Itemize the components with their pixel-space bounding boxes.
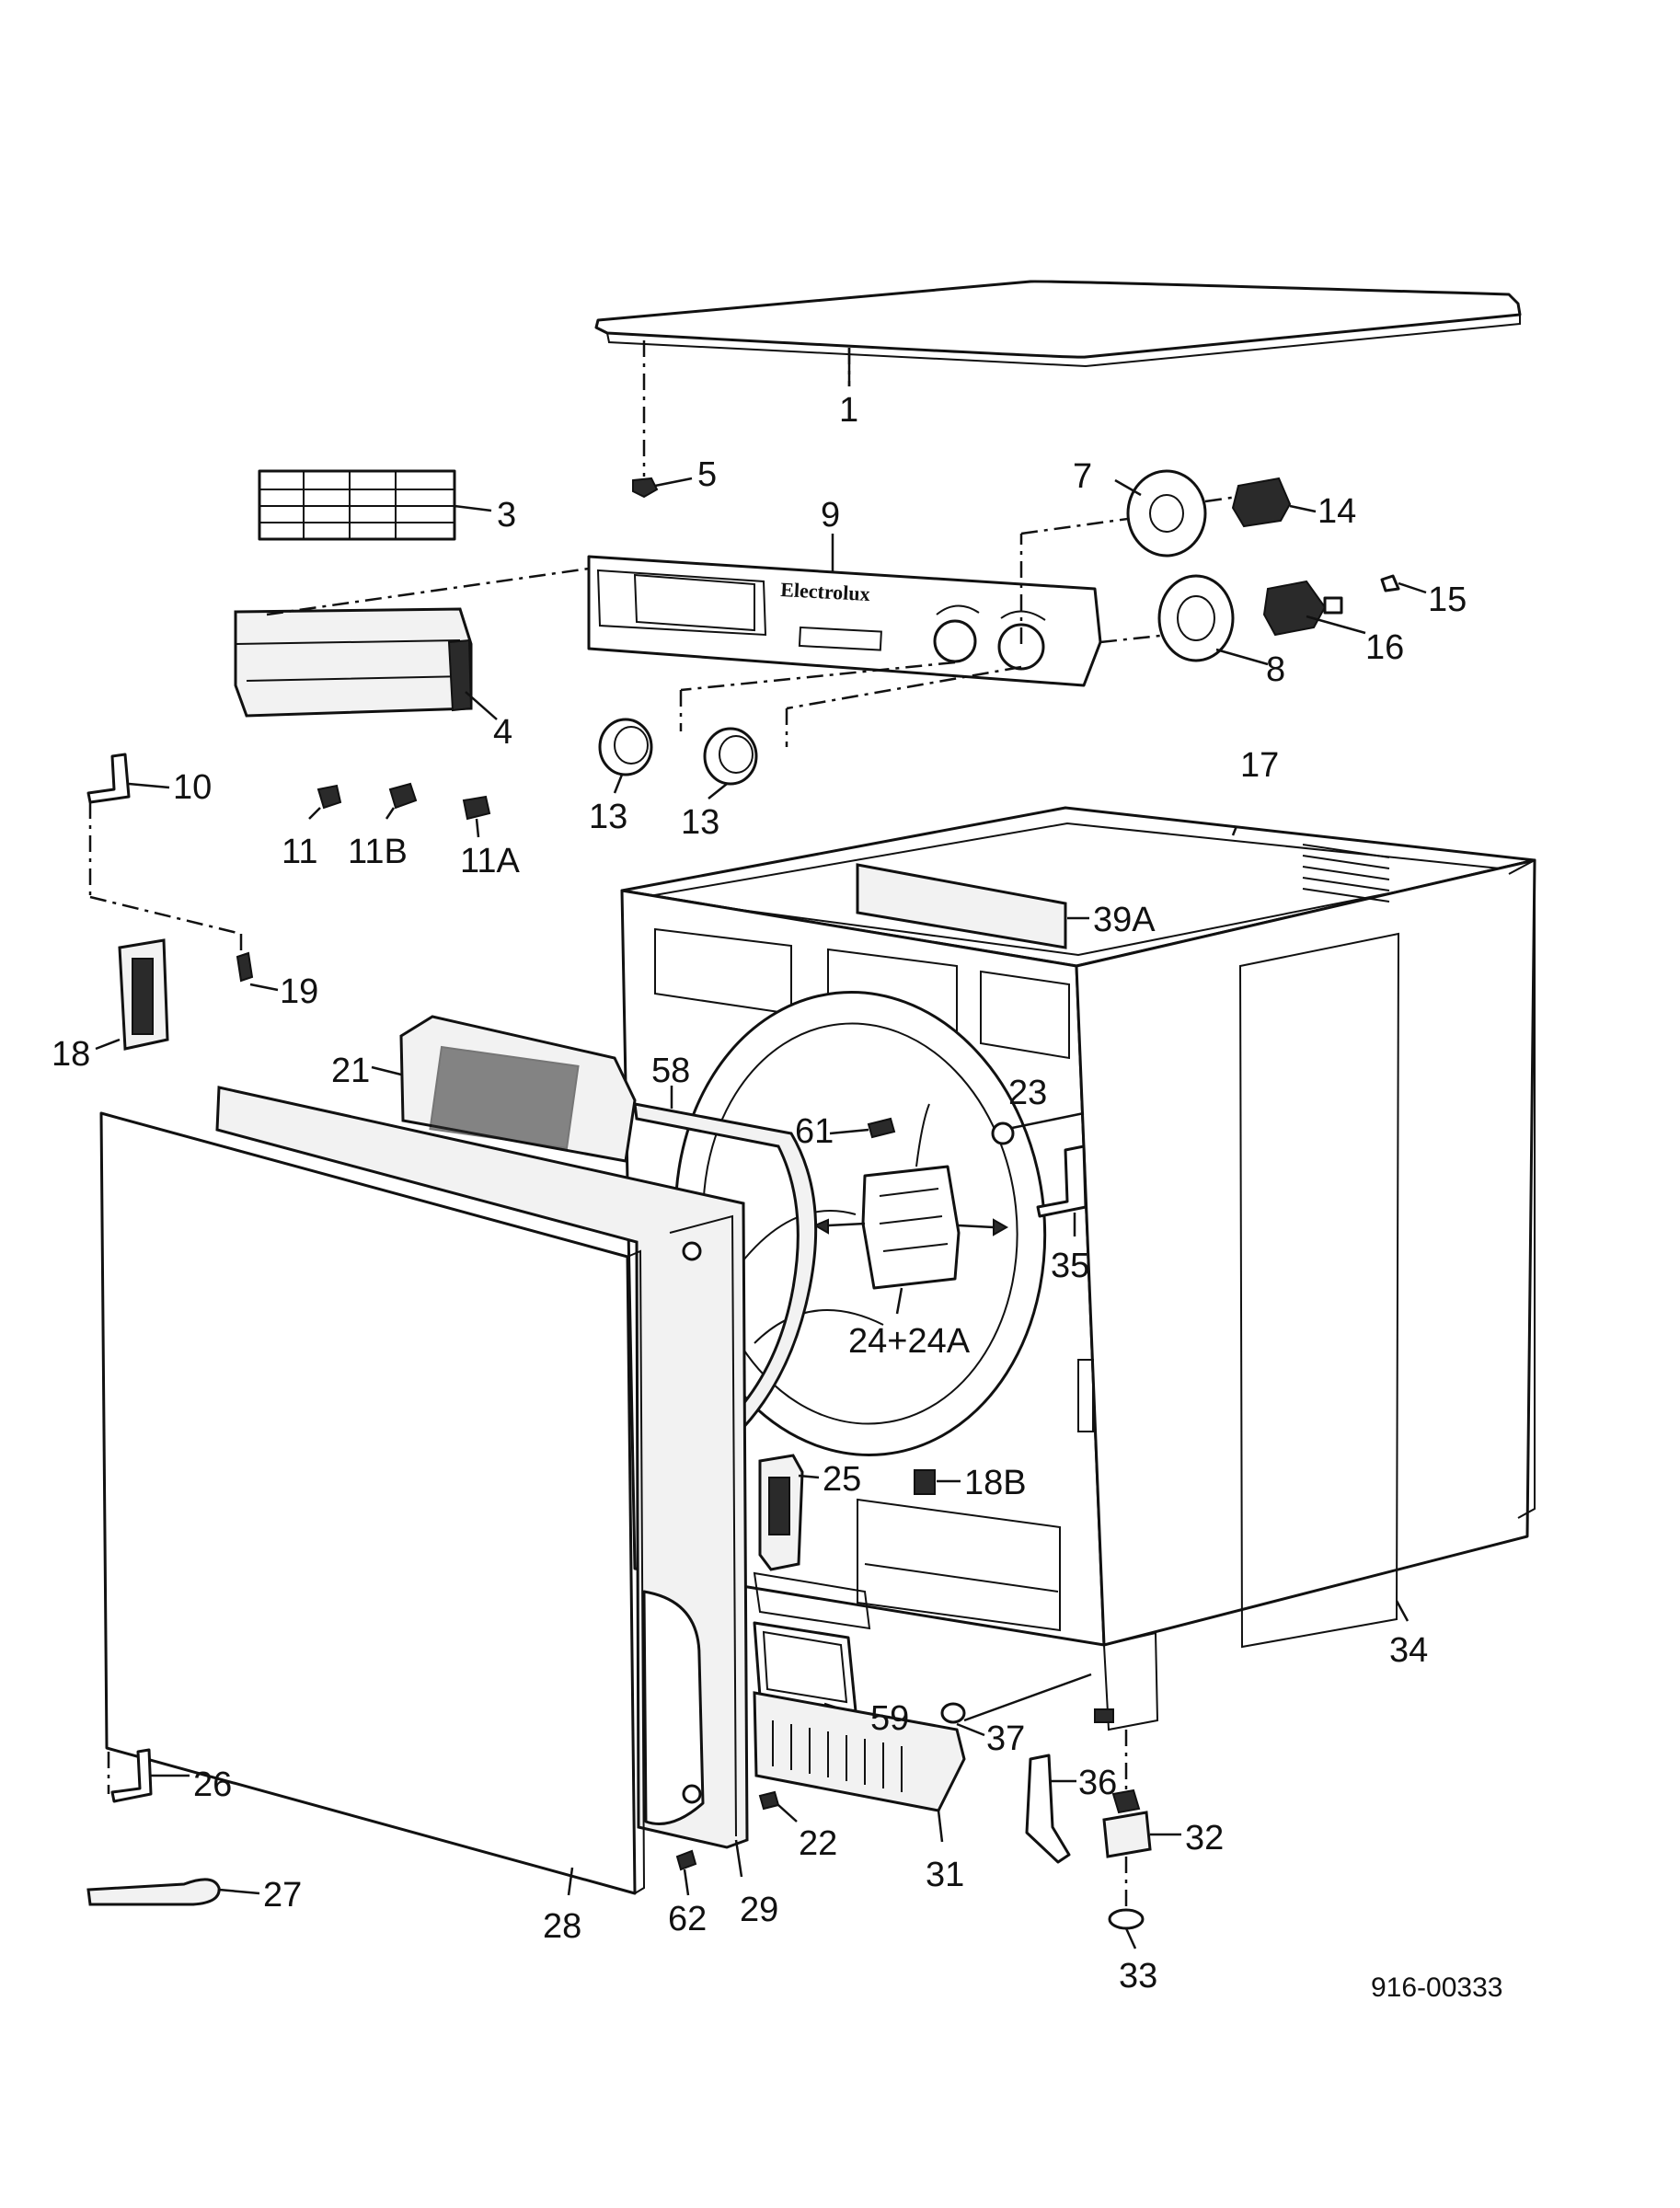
callout-11a: 11A bbox=[460, 842, 520, 880]
callout-26: 26 bbox=[193, 1765, 232, 1804]
callout-5: 5 bbox=[697, 455, 717, 494]
callout-32: 32 bbox=[1185, 1819, 1224, 1857]
callout-14: 14 bbox=[1318, 492, 1356, 531]
part-3-grille bbox=[258, 469, 492, 541]
part-28-door-panel bbox=[99, 1111, 646, 1896]
callout-61: 61 bbox=[795, 1112, 834, 1151]
part-1-top-cover bbox=[594, 280, 1522, 386]
part-17-cabinet bbox=[620, 806, 1536, 1731]
callout-35: 35 bbox=[1051, 1247, 1089, 1285]
part-36-bracket bbox=[1025, 1754, 1076, 1864]
callout-11b: 11B bbox=[348, 833, 408, 871]
part-59-gasket bbox=[753, 1621, 866, 1719]
part-9-control-panel: Electrolux bbox=[587, 515, 1169, 747]
part-15-spring-clip bbox=[1380, 574, 1427, 594]
callout-18: 18 bbox=[52, 1035, 90, 1074]
part-34-leader bbox=[1395, 1600, 1410, 1622]
part-24-door-lock bbox=[812, 1103, 1009, 1315]
part-10-hinge-bracket bbox=[86, 753, 243, 961]
callout-24-24a: 24+24A bbox=[848, 1322, 971, 1361]
part-11b-connector bbox=[385, 782, 418, 820]
part-23-screw bbox=[991, 1111, 1085, 1145]
part-37-screw bbox=[940, 1673, 1092, 1737]
part-27-cable bbox=[86, 1878, 260, 1906]
part-31-kick-plate bbox=[753, 1691, 966, 1843]
callout-13-left: 13 bbox=[589, 798, 627, 836]
callout-labels: 1 3 4 5 7 8 9 10 11 11B 11A 13 13 14 15 … bbox=[52, 391, 1467, 1995]
part-62-screw bbox=[675, 1849, 697, 1896]
callout-17: 17 bbox=[1240, 746, 1279, 785]
brand-label: Electrolux bbox=[780, 578, 871, 605]
part-13-knob-left bbox=[598, 718, 653, 794]
callout-58: 58 bbox=[651, 1052, 690, 1090]
part-25-latch bbox=[758, 1454, 820, 1571]
part-19-pin bbox=[236, 951, 279, 992]
callout-28: 28 bbox=[543, 1907, 581, 1946]
part-16-timer bbox=[1262, 580, 1366, 637]
callout-33: 33 bbox=[1119, 1957, 1157, 1995]
part-35-bracket bbox=[1036, 1144, 1087, 1236]
callout-27: 27 bbox=[263, 1876, 302, 1915]
part-61-screw bbox=[829, 1117, 896, 1139]
callout-19: 19 bbox=[280, 972, 318, 1011]
part-21-filter-housing bbox=[371, 1015, 637, 1163]
callout-15: 15 bbox=[1428, 581, 1467, 619]
callout-9: 9 bbox=[821, 496, 840, 535]
callout-13-right: 13 bbox=[681, 803, 719, 842]
part-13-knob-right bbox=[703, 727, 758, 799]
callout-31: 31 bbox=[926, 1856, 964, 1894]
part-8-dial bbox=[1157, 574, 1269, 666]
callout-16: 16 bbox=[1365, 628, 1404, 667]
callout-39a: 39A bbox=[1093, 901, 1156, 939]
document-number: 916-00333 bbox=[1371, 1972, 1502, 2003]
callout-4: 4 bbox=[493, 713, 512, 752]
callout-18b: 18B bbox=[964, 1464, 1027, 1502]
callout-22: 22 bbox=[799, 1824, 837, 1863]
part-5-clip bbox=[632, 477, 693, 499]
callout-21: 21 bbox=[331, 1052, 370, 1090]
part-18b-spring bbox=[914, 1469, 961, 1495]
callout-1: 1 bbox=[839, 391, 858, 430]
callout-29: 29 bbox=[740, 1891, 778, 1929]
part-14-switch bbox=[1204, 477, 1317, 528]
part-22-screw bbox=[758, 1790, 798, 1823]
callout-7: 7 bbox=[1073, 457, 1092, 496]
part-4-detergent-drawer bbox=[234, 567, 590, 720]
callout-10: 10 bbox=[173, 768, 212, 807]
callout-59: 59 bbox=[870, 1699, 909, 1738]
callout-36: 36 bbox=[1078, 1764, 1117, 1802]
callout-34: 34 bbox=[1389, 1631, 1428, 1670]
part-7-dial bbox=[1114, 469, 1207, 558]
callout-37: 37 bbox=[986, 1719, 1025, 1758]
callout-62: 62 bbox=[668, 1900, 707, 1938]
part-11-connector bbox=[308, 784, 342, 820]
part-26-lower-hinge bbox=[107, 1748, 190, 1803]
callout-8: 8 bbox=[1266, 650, 1285, 689]
part-33-foot-pad bbox=[1108, 1857, 1145, 1949]
callout-11: 11 bbox=[282, 833, 317, 871]
part-18-door-handle bbox=[95, 938, 169, 1051]
part-32-foot bbox=[1102, 1730, 1181, 1858]
callout-23: 23 bbox=[1008, 1074, 1047, 1112]
part-11a-connector bbox=[462, 795, 491, 838]
callout-3: 3 bbox=[497, 496, 516, 535]
callout-25: 25 bbox=[823, 1460, 861, 1499]
